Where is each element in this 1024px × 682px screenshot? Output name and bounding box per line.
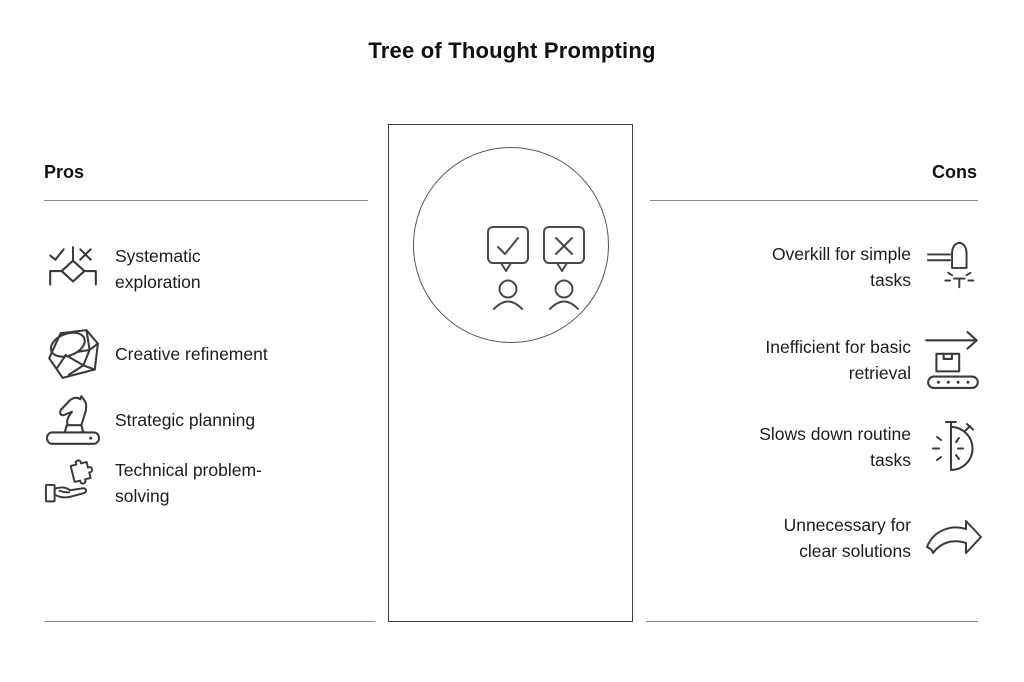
pros-item-label: Creative refinement (115, 344, 268, 364)
cons-item-overkill: Overkill for simple tasks (729, 240, 985, 294)
pros-item-label: Systematic exploration (115, 246, 201, 292)
pros-heading: Pros (44, 162, 85, 182)
cons-item-label: Slows down routine tasks (759, 424, 911, 470)
center-panel (388, 124, 633, 622)
pros-bottom-divider (44, 621, 375, 622)
pros-item-strategic-planning: Strategic planning (44, 394, 300, 446)
sledgehammer-tack-icon (923, 240, 985, 294)
cons-item-inefficient: Inefficient for basic retrieval (729, 330, 985, 390)
conveyor-belt-icon (923, 330, 985, 390)
decision-branches-icon (44, 245, 102, 293)
cons-item-label: Overkill for simple tasks (771, 244, 911, 290)
cons-heading: Cons (932, 162, 977, 182)
pros-item-label: Strategic planning (115, 410, 256, 430)
cons-item-unnecessary: Unnecessary for clear solutions (729, 512, 985, 564)
people-feedback-icon (478, 225, 594, 321)
pros-item-creative-refinement: Creative refinement (44, 328, 300, 380)
cons-item-label: Inefficient for basic retrieval (765, 337, 911, 383)
cons-bottom-divider (646, 621, 978, 622)
pros-item-systematic-exploration: Systematic exploration (44, 243, 300, 295)
curved-arrow-icon (923, 515, 985, 561)
pros-item-label: Technical problem- solving (115, 460, 262, 506)
pros-item-technical-problem-solving: Technical problem- solving (44, 455, 300, 511)
chess-knight-icon (44, 394, 102, 446)
stopwatch-icon (923, 418, 985, 476)
pros-top-divider (44, 200, 368, 201)
hand-puzzle-icon (44, 455, 102, 511)
cons-item-slows-down: Slows down routine tasks (729, 418, 985, 476)
cons-top-divider (650, 200, 978, 201)
person-cross-bubble-icon (543, 226, 585, 310)
diagram-title: Tree of Thought Prompting (368, 38, 656, 63)
person-check-bubble-icon (487, 226, 529, 310)
center-circle (413, 147, 609, 343)
cons-item-label: Unnecessary for clear solutions (783, 515, 911, 561)
gem-icon (44, 328, 102, 380)
